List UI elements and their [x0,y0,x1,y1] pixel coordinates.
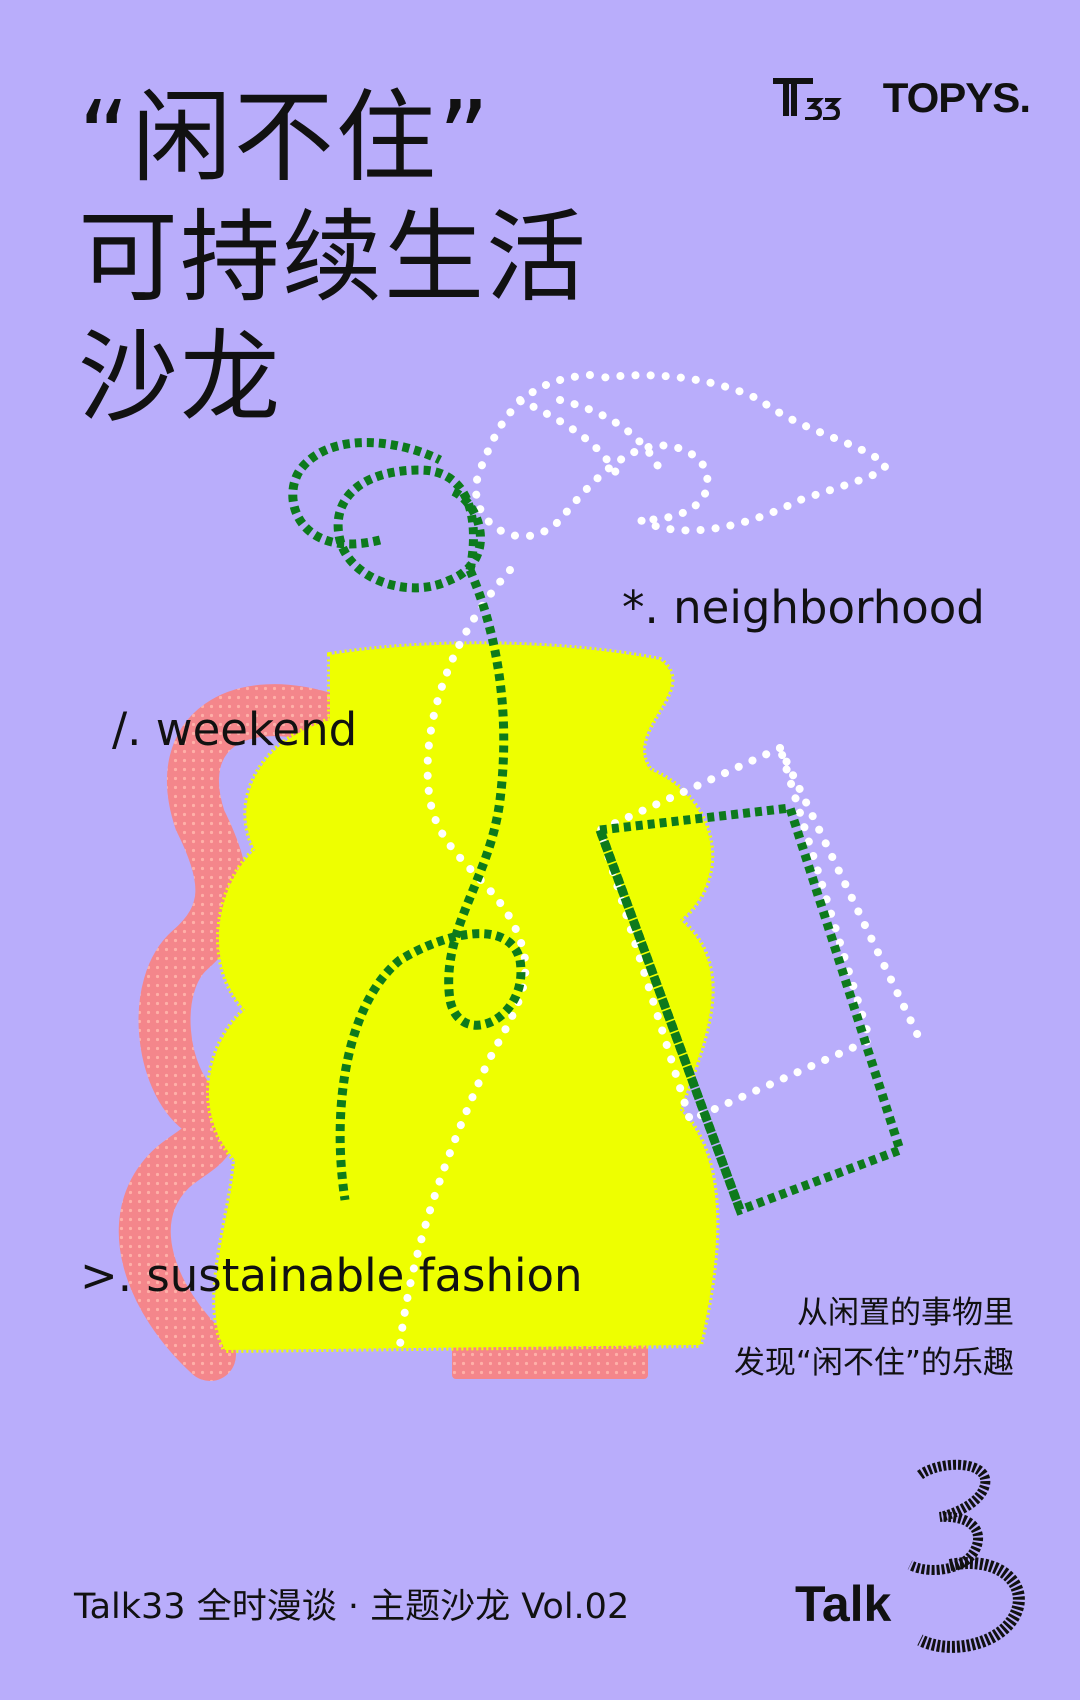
tagline-line-1: 从闲置的事物里 [797,1295,1014,1331]
talk33-logo-icon: Talk [795,1459,1025,1653]
tagline-line-2: 发现“闲不住”的乐趣 [733,1345,1014,1381]
tag-neighborhood: *. neighborhood [622,581,985,634]
title-line-1: “闲不住” [78,79,492,196]
yellow-vase [206,641,720,1354]
green-dotted-stem [288,438,906,1216]
title-line-3: 沙龙 [78,319,282,436]
tag-weekend: /. weekend [112,703,358,756]
white-dotted-lines [396,371,924,1349]
title-line-2: 可持续生活 [78,199,588,316]
topys-logo: TOPYS. [882,74,1031,121]
poster-title: “闲不住” 可持续生活 沙龙 [78,78,588,438]
t33-logo-icon [772,78,842,120]
tagline: 从闲置的事物里 发现“闲不住”的乐趣 [734,1288,1014,1388]
coral-wavy-shape [118,684,648,1381]
footer-event-name: Talk33 全时漫谈 · 主题沙龙 Vol.02 [74,1587,630,1627]
brand-logos: TOPYS. [772,74,1031,122]
tag-sustainable-fashion: >. sustainable fashion [80,1249,583,1302]
talk-logo-word: Talk [795,1576,892,1632]
